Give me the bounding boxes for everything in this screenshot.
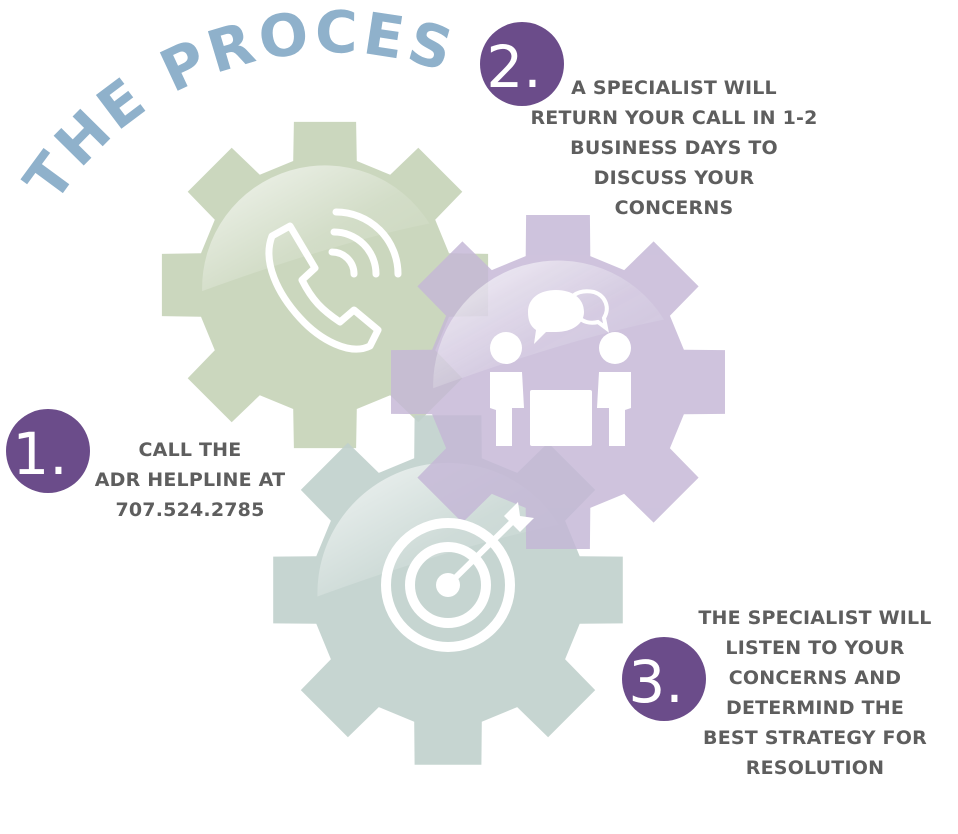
step-3-text: THE SPECIALIST WILL LISTEN TO YOUR CONCE… bbox=[690, 603, 940, 783]
target-icon bbox=[381, 502, 534, 652]
step-2-line: RETURN YOUR CALL IN 1-2 bbox=[530, 107, 818, 129]
meeting-icon bbox=[490, 289, 631, 446]
step-3-line: CONCERNS AND bbox=[728, 667, 902, 689]
step-1-badge: 1. bbox=[6, 409, 90, 493]
step-2-text: A SPECIALIST WILL RETURN YOUR CALL IN 1-… bbox=[520, 73, 828, 223]
step-2-line: BUSINESS DAYS TO bbox=[570, 137, 778, 159]
step-1-text: CALL THE ADR HELPLINE AT 707.524.2785 bbox=[80, 435, 300, 525]
step-2-line: DISCUSS YOUR bbox=[593, 167, 755, 189]
step-2-number: 2. bbox=[486, 33, 541, 101]
gear-phone-highlight bbox=[202, 165, 430, 292]
step-1-line: 707.524.2785 bbox=[115, 499, 265, 521]
step-2-line: A SPECIALIST WILL bbox=[571, 77, 777, 99]
step-3-badge: 3. bbox=[622, 637, 706, 721]
step-3-line: RESOLUTION bbox=[745, 757, 885, 779]
step-3-line: DETERMIND THE bbox=[725, 697, 905, 719]
step-1-line: ADR HELPLINE AT bbox=[94, 469, 286, 491]
step-2-badge: 2. bbox=[480, 22, 564, 106]
step-3-line: BEST STRATEGY FOR bbox=[703, 727, 927, 749]
step-3-line: LISTEN TO YOUR bbox=[725, 637, 905, 659]
phone-icon bbox=[265, 208, 402, 353]
step-1-number: 1. bbox=[12, 420, 67, 488]
step-1-line: CALL THE bbox=[138, 439, 242, 461]
gear-meeting bbox=[391, 215, 725, 549]
step-2-line: CONCERNS bbox=[614, 197, 734, 219]
step-3-line: THE SPECIALIST WILL bbox=[698, 607, 932, 629]
step-3-number: 3. bbox=[628, 648, 683, 716]
